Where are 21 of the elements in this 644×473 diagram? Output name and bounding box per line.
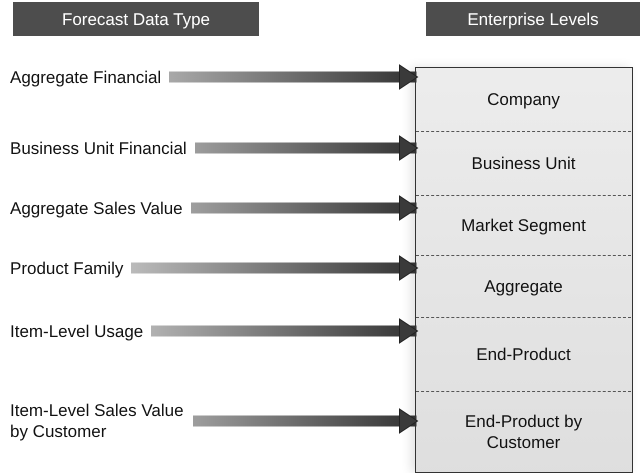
column-header: Forecast Data Type <box>13 2 259 36</box>
block-arrow <box>131 256 418 280</box>
column-header: Enterprise Levels <box>426 2 640 36</box>
data-type-label: Item-Level Sales Value by Customer <box>10 400 185 442</box>
block-arrow <box>195 136 418 160</box>
level-row: Company <box>416 68 631 132</box>
level-row: Market Segment <box>416 196 631 256</box>
block-arrow <box>193 408 418 434</box>
block-arrow <box>191 196 418 220</box>
block-arrow <box>169 64 418 90</box>
data-type-label: Business Unit Financial <box>10 138 187 158</box>
data-type-label: Item-Level Usage <box>10 320 144 342</box>
level-row: Business Unit <box>416 132 631 196</box>
data-type-label: Aggregate Financial <box>10 66 162 88</box>
block-arrow <box>151 318 418 344</box>
data-type-label: Aggregate Sales Value <box>10 198 183 218</box>
level-row: Aggregate <box>416 256 631 318</box>
level-row: End-Product by Customer <box>416 392 631 471</box>
level-stack-box <box>415 67 633 473</box>
level-row: End-Product <box>416 318 631 392</box>
data-type-label: Product Family <box>10 258 124 278</box>
